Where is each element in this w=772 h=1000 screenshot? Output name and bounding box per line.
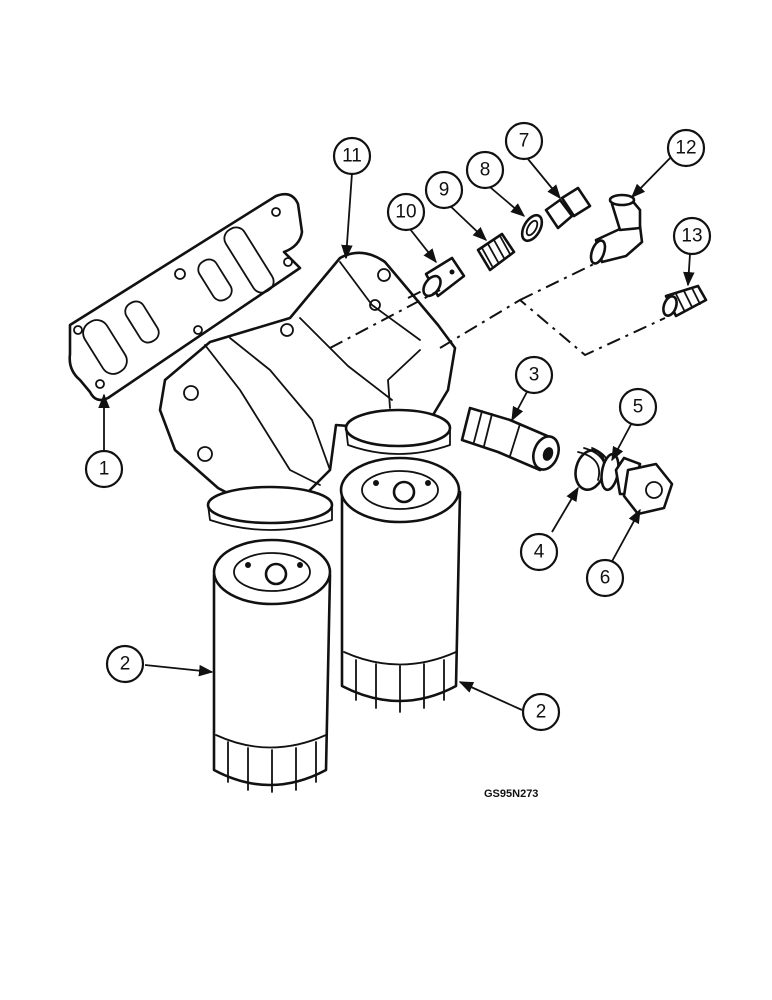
gasket-part (68, 192, 304, 402)
svg-text:12: 12 (675, 138, 696, 159)
svg-text:6: 6 (600, 568, 611, 589)
svg-text:2: 2 (120, 654, 131, 675)
callout-9: 9 (424, 170, 464, 210)
elbow-fitting-part (589, 193, 644, 265)
plug-part (614, 456, 674, 516)
svg-text:1: 1 (99, 459, 110, 480)
callout-5: 5 (618, 387, 658, 427)
callout-6: 6 (585, 558, 625, 598)
svg-text:5: 5 (633, 397, 644, 418)
svg-text:4: 4 (534, 542, 545, 563)
callout-2-right: 2 (521, 692, 561, 732)
callout-2-left: 2 (105, 644, 145, 684)
cap-screw-part (544, 186, 592, 230)
threaded-plug-part (662, 284, 708, 318)
plunger-part (422, 256, 466, 298)
svg-text:9: 9 (439, 180, 450, 201)
svg-text:11: 11 (342, 146, 362, 167)
filter-cartridge-left-part (212, 538, 332, 793)
callout-7: 7 (504, 121, 544, 161)
callout-8: 8 (465, 150, 505, 190)
callout-4: 4 (519, 532, 559, 572)
svg-text:3: 3 (529, 365, 540, 386)
svg-text:10: 10 (395, 202, 416, 223)
valve-spring-part (476, 232, 516, 272)
callout-12: 12 (666, 128, 706, 168)
callout-1: 1 (84, 449, 124, 489)
callout-10: 10 (386, 192, 426, 232)
drawing-code: GS95N273 (484, 788, 538, 800)
svg-text:2: 2 (536, 702, 547, 723)
assembly-centerlines (329, 261, 666, 357)
callout-11: 11 (332, 136, 372, 176)
callout-3: 3 (514, 355, 554, 395)
svg-text:8: 8 (480, 160, 491, 181)
svg-text:7: 7 (519, 131, 530, 152)
callout-13: 13 (672, 216, 712, 256)
valve-stem-part (460, 406, 560, 472)
svg-text:13: 13 (681, 226, 702, 247)
seal-washer-part (520, 213, 544, 243)
filter-cartridge-right-part (339, 456, 462, 713)
